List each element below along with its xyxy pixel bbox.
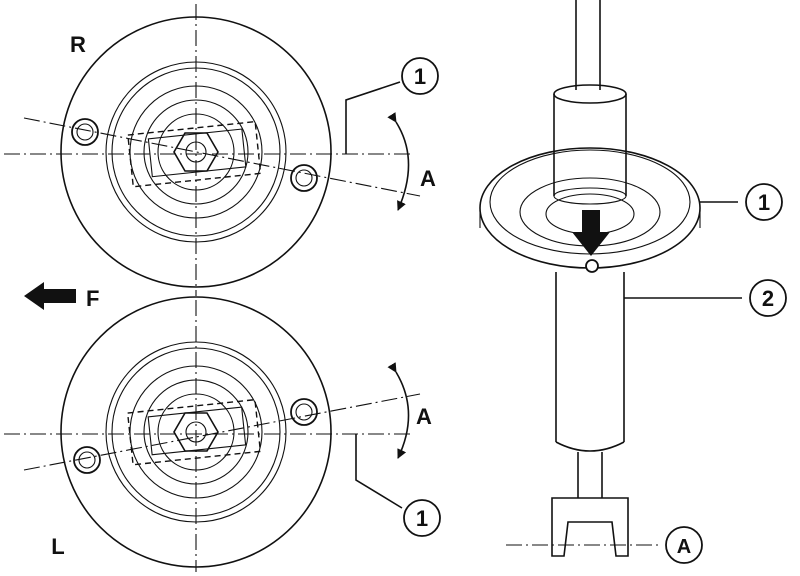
left-mount-plate-outline — [126, 398, 262, 466]
right-mount-plate-outline — [127, 120, 262, 188]
left-angle-arc — [387, 362, 410, 459]
right-bolt-rear-inner — [295, 169, 313, 187]
upper-cylinder-base — [553, 187, 627, 205]
left-mount-bolt-rear — [290, 398, 318, 426]
strut-assembly: 1 2 A — [479, 0, 787, 564]
right-rotated-axis — [23, 117, 421, 197]
mount-plate-notch — [585, 259, 599, 273]
left-side-label: L — [51, 534, 64, 559]
strut-body-callout-circle — [749, 279, 787, 317]
right-mount-plate-inner — [147, 128, 247, 178]
lower-fork — [551, 497, 629, 557]
left-center-nut — [173, 412, 219, 452]
right-side-label: R — [70, 32, 86, 57]
upper-cylinder-cap — [553, 84, 627, 104]
strut-body-callout-number: 2 — [762, 286, 774, 311]
right-bolt-front-inner — [76, 123, 94, 141]
left-callout-number: 1 — [416, 506, 428, 531]
left-angle-label: A — [416, 404, 432, 429]
left-mount-plate-inner — [147, 406, 247, 456]
right-callout-circle — [401, 57, 439, 95]
front-arrow-label: F — [86, 286, 99, 311]
left-mount-bolt-front — [73, 446, 101, 474]
fork-callout-letter: A — [677, 536, 691, 558]
right-mount-bolt-rear — [290, 164, 318, 192]
left-callout-circle — [403, 499, 441, 537]
right-center-nut — [173, 132, 219, 172]
left-callout-leader — [355, 434, 403, 509]
front-arrow-icon — [24, 282, 76, 310]
left-bolt-rear-inner — [295, 403, 313, 421]
front-direction-indicator: F — [24, 282, 99, 311]
right-mount-bolt-front — [71, 118, 99, 146]
strut-mount-callout-number: 1 — [758, 190, 770, 215]
strut-mount-plate — [479, 147, 701, 273]
fork-callout-circle — [665, 526, 703, 564]
right-callout-number: 1 — [414, 64, 426, 89]
left-rotated-axis — [23, 393, 421, 471]
strut-mount-callout-circle — [745, 183, 783, 221]
right-side-mount-view: 1 A R — [4, 4, 439, 296]
right-angle-arc — [387, 112, 410, 211]
down-arrow-icon — [572, 210, 610, 256]
damper-tube-bottom — [555, 441, 625, 452]
left-side-mount-view: 1 A L — [4, 296, 441, 572]
right-angle-label: A — [420, 166, 436, 191]
right-mount-hub — [143, 99, 249, 205]
right-callout-leader — [345, 81, 401, 154]
